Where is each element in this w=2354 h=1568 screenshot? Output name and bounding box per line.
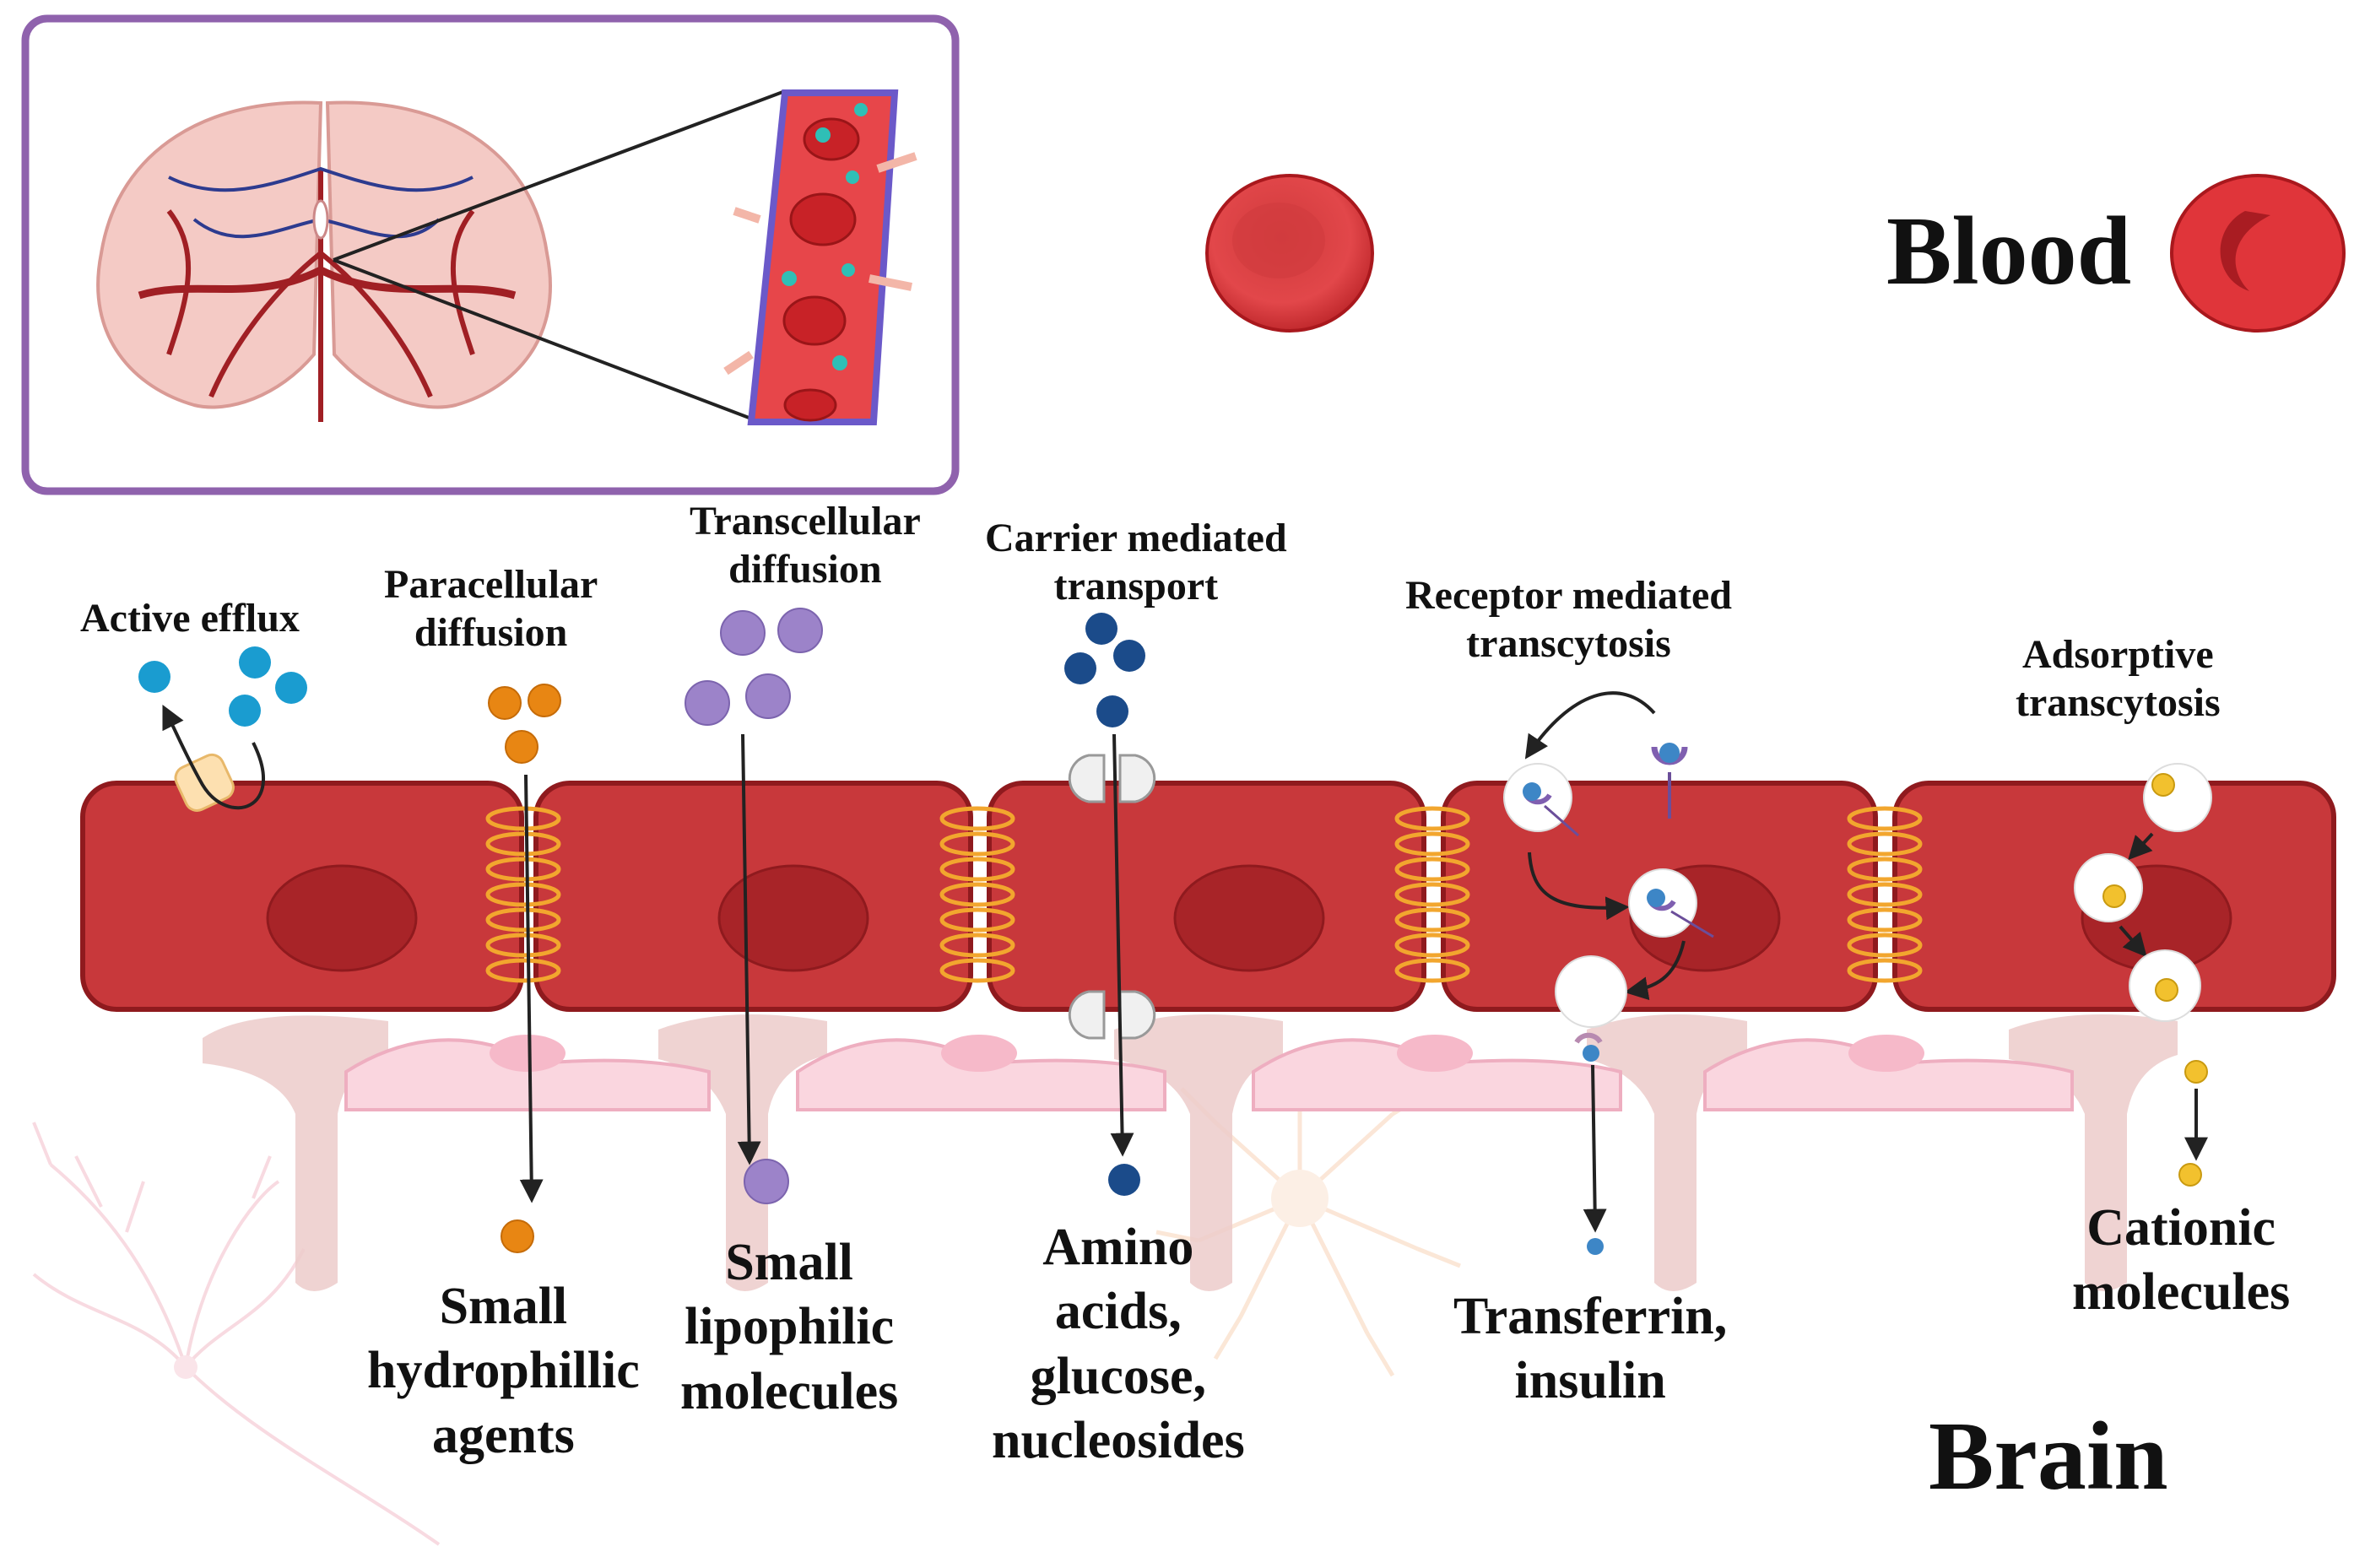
carrier-molecule	[1064, 652, 1096, 684]
tight-junction	[1394, 806, 1470, 983]
brain-inset-panel	[21, 14, 960, 495]
carrier-transporter	[1068, 754, 1156, 803]
receptor-arrow	[1528, 852, 1630, 921]
hydrophilic-molecule	[505, 730, 538, 764]
active-efflux-pathway	[138, 646, 307, 812]
small-hydrophillic-agents-label: Small hydrophillic agents	[367, 1278, 640, 1464]
receptor-mediated-pathway	[1503, 691, 1714, 1255]
lipophilic-molecule	[744, 1159, 789, 1204]
adsorptive-arrow	[2119, 925, 2147, 958]
cell-nucleus	[1173, 864, 1325, 972]
carrier-transporter	[1068, 990, 1156, 1040]
efflux-arrow	[162, 704, 265, 810]
vesicle	[2143, 763, 2212, 832]
tight-junction	[485, 806, 561, 983]
receptor-ligand	[1647, 889, 1665, 907]
receptor-arrow	[1524, 691, 1656, 760]
transcellular-diffusion-label: Transcellular diffusion	[690, 499, 921, 592]
paracellular-pathway	[488, 684, 561, 1253]
blood-label: Blood	[1886, 197, 2132, 305]
small-lipophilic-molecules-label: Small lipophilic molecules	[680, 1234, 899, 1420]
red-blood-cell	[2170, 174, 2346, 333]
cationic-molecule	[2178, 1163, 2202, 1187]
carrier-molecule	[1096, 695, 1128, 727]
neuron-background	[32, 1122, 441, 1546]
receptor-arrow	[1624, 940, 1686, 1001]
hydrophilic-molecule	[501, 1219, 534, 1253]
lipophilic-molecule	[685, 680, 730, 726]
pericytes	[344, 1035, 2074, 1111]
cationic-molecule	[2151, 773, 2175, 797]
carrier-mediated-pathway	[1064, 613, 1156, 1196]
paracellular-diffusion-label: Paracellular diffusion	[384, 562, 598, 655]
efflux-molecule	[275, 672, 307, 704]
carrier-molecule	[1085, 613, 1117, 645]
paracellular-arrow	[519, 774, 544, 1203]
efflux-molecule	[239, 646, 271, 679]
endothelial-cell-layer	[80, 781, 2336, 1012]
transcellular-arrow	[737, 733, 761, 1165]
receptor-ligand	[1523, 782, 1541, 801]
adsorptive-pathway	[2074, 763, 2212, 1187]
efflux-molecule	[138, 661, 170, 693]
hydrophilic-molecule	[528, 684, 561, 717]
active-efflux-label: Active efflux	[80, 596, 300, 641]
amino-acids-glucose-nucleosides-label: Amino acids, glucose, nucleosides	[992, 1219, 1245, 1469]
blood-vessel-illustration	[723, 89, 917, 425]
receptor-ligand	[1583, 1045, 1599, 1062]
tight-junction	[939, 806, 1015, 983]
hydrophilic-molecule	[488, 686, 522, 720]
cationic-molecules-label: Cationic molecules	[2072, 1199, 2291, 1322]
receptor-arrow	[1583, 1064, 1607, 1233]
cell-nucleus	[717, 864, 869, 972]
carrier-molecule	[1113, 640, 1145, 672]
carrier-arrow	[1110, 733, 1134, 1157]
tight-junctions	[485, 806, 1923, 983]
brain-coronal-illustration	[96, 100, 552, 422]
cationic-molecule	[2155, 978, 2178, 1002]
receptor-mediated-transcytosis-label: Receptor mediated transcytosis	[1405, 573, 1732, 666]
cationic-molecule	[2184, 1060, 2208, 1084]
tight-junction	[1847, 806, 1923, 983]
lipophilic-molecule	[745, 673, 791, 719]
carrier-mediated-transport-label: Carrier mediated transport	[985, 516, 1287, 608]
efflux-pump	[174, 753, 235, 812]
cell-nucleus	[266, 864, 418, 972]
adsorptive-transcytosis-label: Adsorptive transcytosis	[2016, 632, 2221, 725]
receptor-ligand	[1659, 743, 1680, 763]
vesicle	[1555, 955, 1627, 1028]
receptor-ligand	[1587, 1238, 1604, 1255]
adsorptive-arrow	[2128, 832, 2154, 861]
lipophilic-molecule	[777, 608, 823, 653]
cationic-molecule	[2102, 884, 2126, 908]
transcellular-pathway	[685, 608, 823, 1204]
transferrin-insulin-label: Transferrin, insulin	[1453, 1288, 1728, 1410]
red-blood-cell	[1205, 174, 1374, 333]
efflux-molecule	[229, 695, 261, 727]
carrier-molecule	[1108, 1164, 1140, 1196]
lipophilic-molecule	[720, 610, 766, 656]
brain-label: Brain	[1929, 1403, 2168, 1511]
